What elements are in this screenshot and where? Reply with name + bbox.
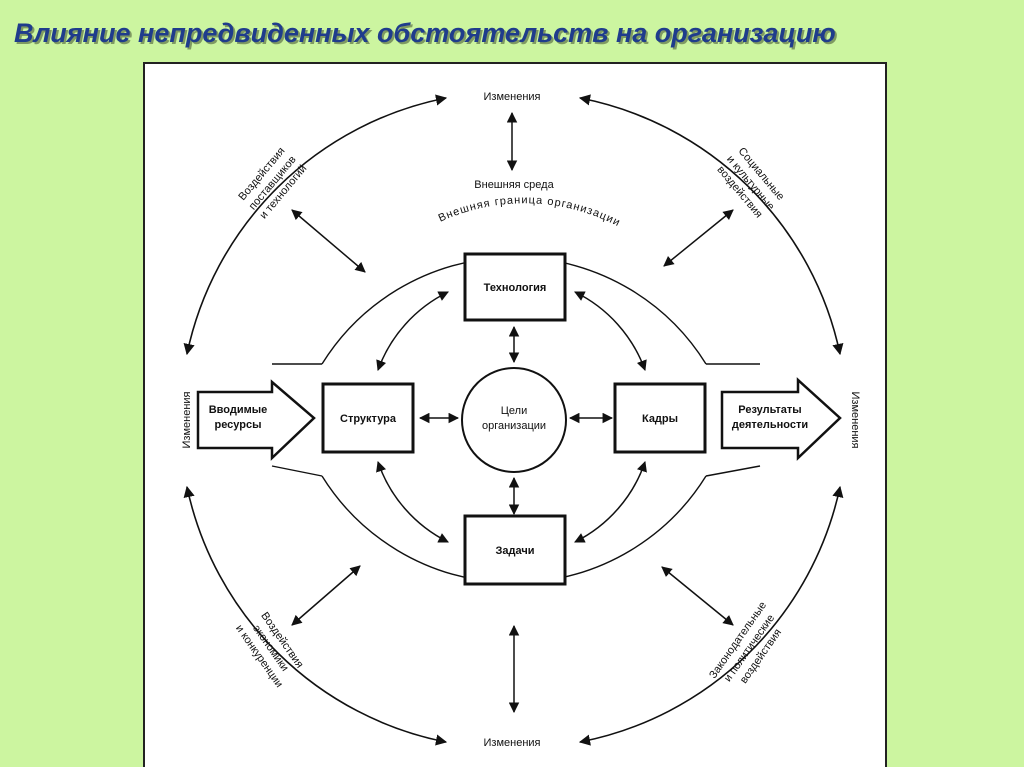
changes-right-label: Изменения	[849, 392, 861, 449]
influence-top-right-label: Социальные и культурные воздействия	[715, 145, 787, 220]
influence-bottom-left-label: Воздействия экономики и конкуренции	[233, 610, 306, 690]
inputs-arrow	[196, 379, 316, 461]
goals-circle	[461, 367, 567, 473]
tasks-box	[463, 514, 567, 586]
technology-label: Технология	[484, 282, 547, 294]
staff-box	[613, 382, 707, 454]
outer-arc-bottom-left	[183, 485, 448, 746]
slide-title: Влияние непредвиденных обстоятельств на …	[14, 18, 836, 48]
inputs-label-line2: ресурсы	[214, 419, 261, 431]
arrow-influence-top-right	[663, 209, 734, 267]
arrow-influence-top-left	[291, 209, 366, 273]
structure-box	[321, 382, 415, 454]
outer-arc-bottom-right	[578, 485, 844, 746]
changes-bottom-label: Изменения	[484, 737, 541, 749]
changes-top-label: Изменения	[484, 91, 541, 103]
org-boundary-label: Внешняя граница организации	[437, 194, 623, 229]
influence-top-left-label: Воздействия поставщиков и технологий	[236, 145, 309, 221]
outputs-label-line1: Результаты	[738, 404, 801, 416]
goals-label-line2: организации	[482, 420, 546, 432]
structure-label: Структура	[340, 413, 397, 425]
inner-arc-technology-staff	[574, 291, 647, 371]
technology-box	[463, 252, 567, 322]
outputs-arrow	[720, 377, 842, 461]
arrow-influence-bottom-left	[291, 565, 361, 626]
inner-arc-structure-tasks	[376, 461, 449, 543]
changes-left-label: Изменения	[181, 391, 193, 448]
outer-arc-top-right	[578, 94, 844, 356]
inner-arc-technology-structure	[376, 291, 449, 371]
inputs-label-line1: Вводимые	[209, 404, 268, 416]
external-environment-label: Внешняя среда	[474, 179, 554, 191]
tasks-label: Задачи	[496, 545, 535, 557]
input-channel-bottom	[271, 465, 323, 477]
inner-arc-staff-tasks	[574, 461, 647, 543]
goals-label-line1: Цели	[501, 405, 527, 417]
outer-arc-top-left	[183, 94, 448, 356]
output-channel-bottom	[705, 465, 761, 477]
outputs-label-line2: деятельности	[732, 419, 808, 431]
arrow-influence-bottom-right	[661, 566, 734, 626]
staff-label: Кадры	[642, 413, 678, 425]
